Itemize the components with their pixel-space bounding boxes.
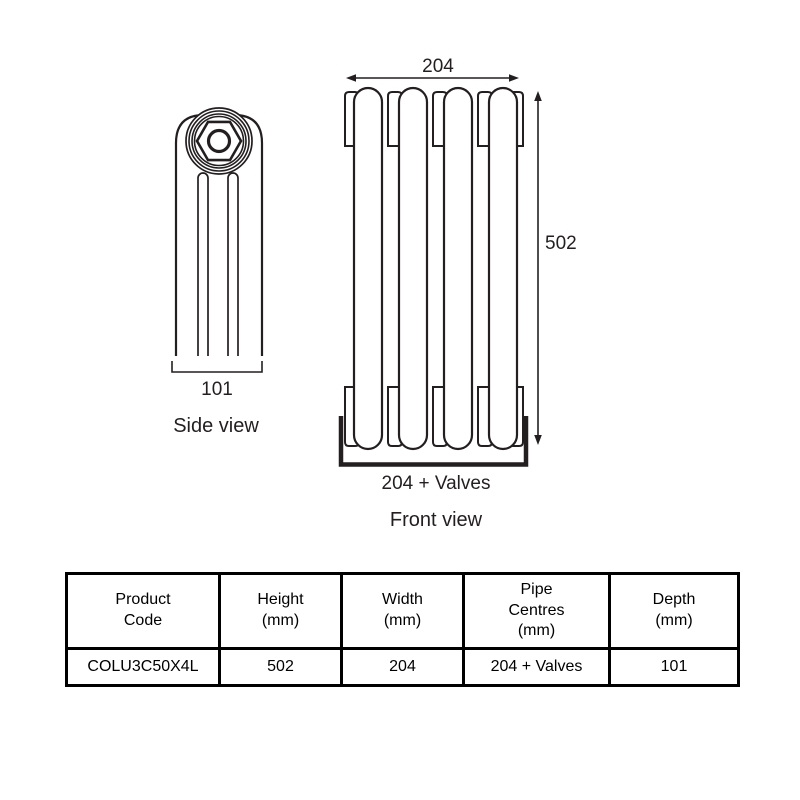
front-view-pipe-centres-dim: 204 + Valves (382, 473, 491, 494)
radiator-technical-drawing: 101 Side view (171, 56, 577, 531)
col-header-product-code: Product Code (65, 572, 221, 650)
table-row: COLU3C50X4L 502 204 204 + Valves 101 (65, 647, 740, 687)
valve-nut-icon (185, 107, 253, 175)
side-view-drawing (171, 107, 264, 373)
side-view-caption: Side view (173, 415, 259, 437)
cell-height: 502 (218, 647, 343, 687)
front-view-height-dim: 502 (545, 233, 577, 254)
col-header-width: Width (mm) (340, 572, 465, 650)
cell-pipe-centres: 204 + Valves (462, 647, 611, 687)
col-header-pipe-centres: Pipe Centres (mm) (462, 572, 611, 650)
col-header-depth: Depth (mm) (608, 572, 740, 650)
col-header-height: Height (mm) (218, 572, 343, 650)
spec-table: Product Code Height (mm) Width (mm) Pipe… (65, 572, 740, 687)
height-dimension-arrow (534, 91, 542, 445)
front-view-drawing (338, 86, 529, 467)
radiator-slot (227, 172, 239, 356)
cell-product-code: COLU3C50X4L (65, 647, 221, 687)
side-view-depth-dim: 101 (201, 379, 233, 400)
cell-depth: 101 (608, 647, 740, 687)
front-tubes (352, 86, 519, 451)
width-dimension-arrow (346, 74, 519, 82)
cell-width: 204 (340, 647, 465, 687)
front-view-width-dim: 204 (422, 56, 454, 77)
table-header-row: Product Code Height (mm) Width (mm) Pipe… (65, 572, 740, 650)
depth-dimension-bracket (171, 361, 263, 373)
radiator-slot (197, 172, 209, 356)
pipe-centres-bracket (338, 416, 529, 467)
front-view-caption: Front view (390, 509, 483, 531)
